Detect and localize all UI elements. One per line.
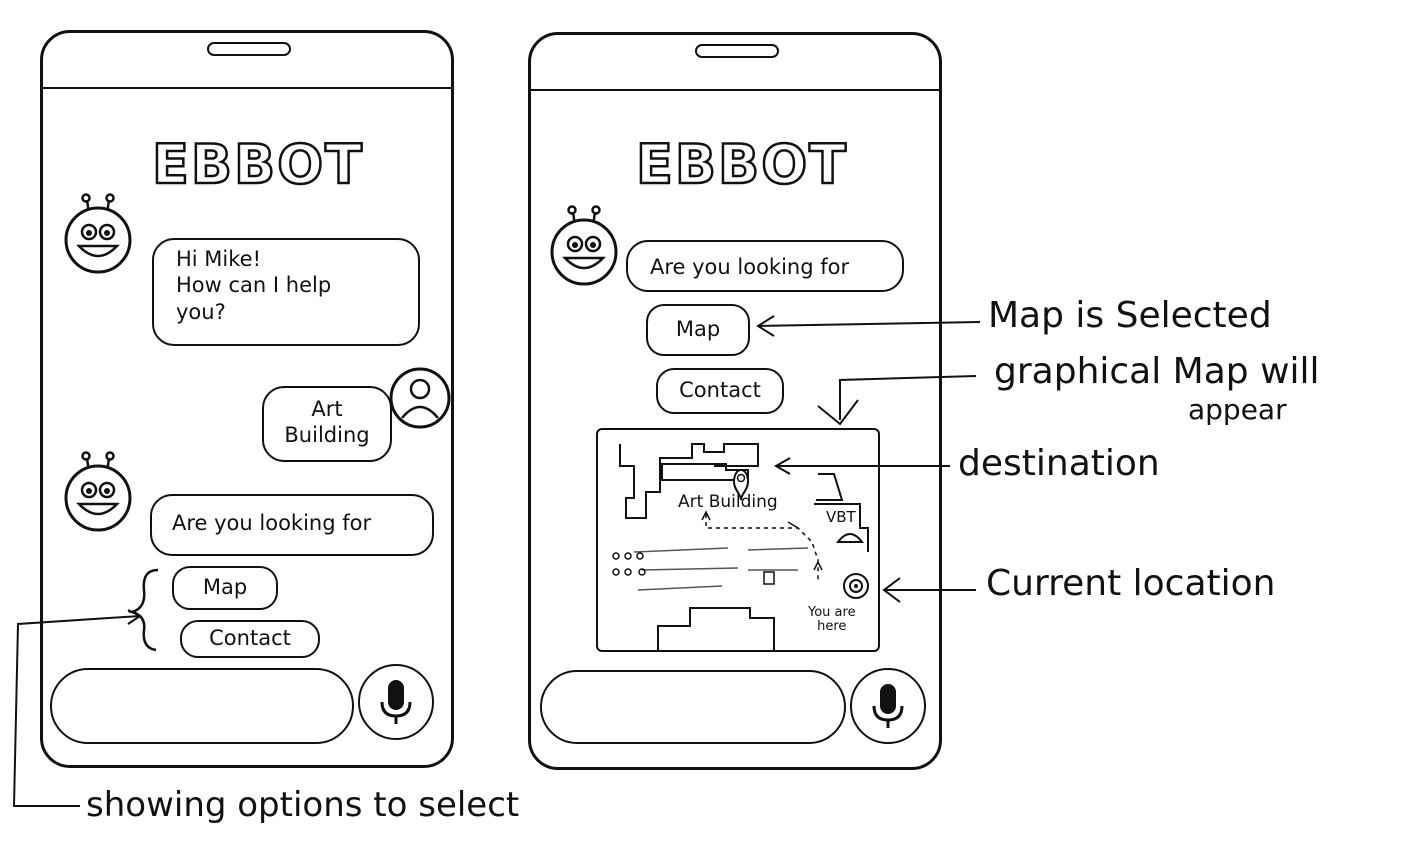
user-reply-bubble: Art Building bbox=[262, 386, 392, 462]
bot-avatar-icon bbox=[64, 451, 132, 532]
map-destination-label: Art Building bbox=[678, 492, 778, 512]
ebbot-logo: EBBOT bbox=[635, 133, 848, 196]
bot-avatar-icon bbox=[64, 193, 132, 274]
current-location-annotation: Current location bbox=[986, 563, 1276, 604]
graphical-map-annotation-line2: appear bbox=[1188, 393, 1287, 426]
showing-options-annotation: showing options to select bbox=[86, 785, 520, 825]
destination-annotation: destination bbox=[958, 443, 1160, 484]
bot-greeting-bubble: Hi Mike! How can I help you? bbox=[152, 238, 420, 346]
mic-icon bbox=[380, 680, 412, 724]
bot-question-bubble: Are you looking for bbox=[150, 494, 434, 556]
phone-top-bar-divider bbox=[43, 87, 451, 89]
message-input[interactable] bbox=[540, 670, 846, 744]
contact-option-chip[interactable]: Contact bbox=[656, 368, 784, 414]
bot-question-bubble: Are you looking for bbox=[626, 240, 904, 292]
mic-icon bbox=[872, 684, 904, 728]
map-you-are-here-label: You are here bbox=[808, 605, 856, 634]
bot-avatar-icon bbox=[550, 205, 618, 286]
contact-option-chip[interactable]: Contact bbox=[180, 620, 320, 658]
map-drawing bbox=[612, 443, 869, 650]
mic-button[interactable] bbox=[358, 664, 434, 740]
phone-top-bar-divider bbox=[531, 89, 939, 91]
map-option-chip[interactable]: Map bbox=[172, 566, 278, 610]
graphical-map-annotation: graphical Map will bbox=[994, 351, 1320, 392]
ebbot-logo: EBBOT bbox=[151, 133, 364, 196]
mic-button[interactable] bbox=[850, 668, 926, 744]
message-input[interactable] bbox=[50, 668, 354, 744]
map-selected-annotation: Map is Selected bbox=[988, 295, 1272, 336]
map-panel[interactable]: Art Building VBT You are here bbox=[596, 428, 880, 652]
phone-speaker bbox=[695, 44, 779, 58]
user-avatar-icon bbox=[389, 367, 451, 429]
phone-speaker bbox=[207, 42, 291, 56]
map-option-chip-selected[interactable]: Map bbox=[646, 304, 750, 356]
map-building-label: VBT bbox=[826, 508, 856, 526]
